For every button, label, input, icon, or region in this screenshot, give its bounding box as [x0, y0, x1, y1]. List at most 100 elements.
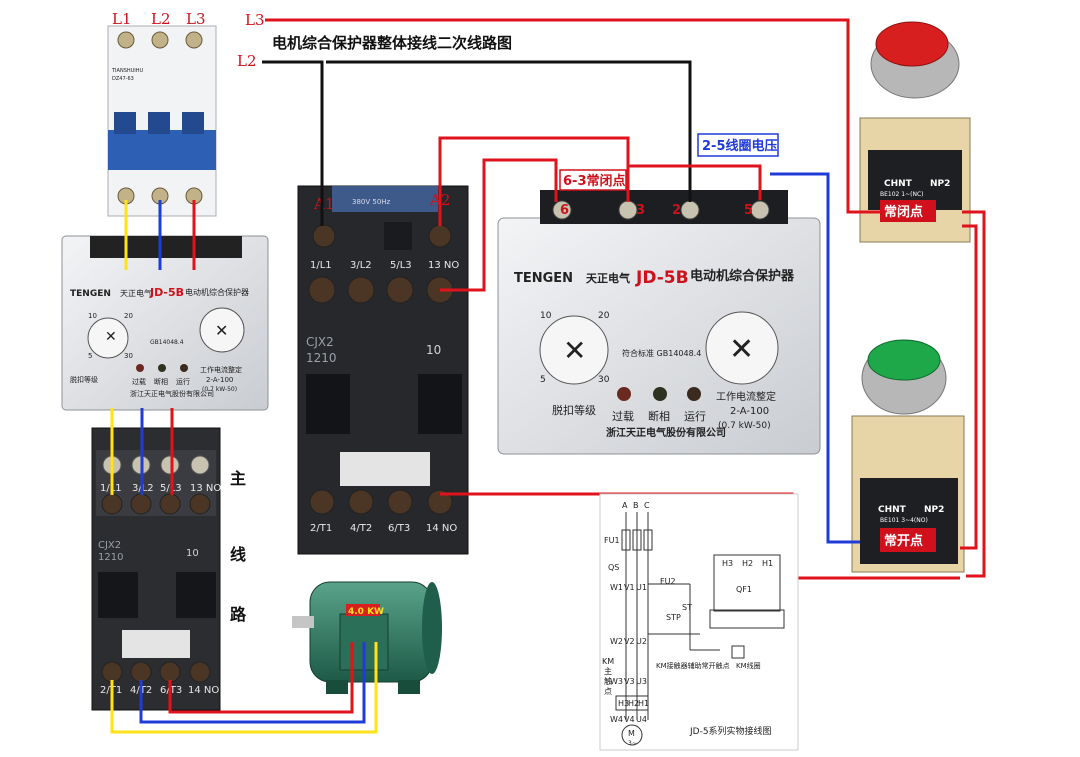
main-relay-model: JD-5B — [635, 268, 689, 288]
small-relay-std: GB14048.4 — [150, 339, 184, 346]
annotation-coil-voltage: 2-5线圈电压 — [697, 133, 779, 157]
big-top-terminal-3: 3/L2 — [350, 260, 372, 271]
sch-h1: H1 — [638, 699, 649, 708]
small-relay-name: 电动机综合保护器 — [185, 287, 249, 297]
big-bottom-terminal-6: 6/T3 — [388, 523, 410, 534]
sch-aux-label: KM接触器辅助常开触点 — [656, 661, 730, 670]
big-bottom-terminal-4: 4/T2 — [350, 523, 372, 534]
small-contactor-model: CJX2 — [98, 540, 121, 551]
svg-text:✕: ✕ — [215, 321, 228, 340]
sch-w3: W3 — [610, 677, 623, 686]
phase-label-l2: L2 — [151, 10, 171, 28]
sch-fu1: FU1 — [604, 536, 620, 545]
small-setting-label: 工作电流整定 — [200, 365, 242, 374]
sch-caption: JD-5系列实物接线图 — [689, 725, 772, 737]
contactor-big: 380V 50Hz A1 A2 1/L1 3/L2 5/L3 13 NO CJX… — [297, 185, 469, 555]
sch-v4: V4 — [624, 715, 635, 724]
big-top-terminal-5: 5/L3 — [390, 260, 412, 271]
big-bottom-terminal-2: 2/T1 — [310, 523, 332, 534]
main-circuit-label-1: 主 — [230, 469, 246, 488]
main-relay-brand-cn: 天正电气 — [586, 271, 630, 285]
sch-h2: H2 — [628, 699, 639, 708]
sch-km: KM — [602, 657, 614, 666]
small-dial-tick-30: 30 — [124, 352, 133, 360]
small-protector-relay: TENGEN 天正电气 JD-5B 电动机综合保护器 ✕ 10 20 5 30 … — [61, 235, 269, 411]
no-button-brand: CHNT — [878, 505, 907, 515]
big-bottom-terminal-14: 14 NO — [426, 523, 457, 534]
small-top-terminal-13: 13 NO — [190, 483, 221, 494]
small-relay-model: JD-5B — [149, 286, 184, 299]
sch-v2: V2 — [624, 637, 635, 646]
main-led-run: 运行 — [684, 410, 706, 423]
small-bottom-terminal-14: 14 NO — [188, 685, 219, 696]
relay-terminal-6: 6 — [560, 203, 569, 218]
small-relay-brand: TENGEN — [70, 289, 111, 299]
small-dial-label: 脱扣等级 — [70, 375, 98, 384]
sch-h3: H3 — [618, 699, 629, 708]
sch-fu2: FU2 — [660, 577, 676, 586]
relay-terminal-5: 5 — [744, 203, 753, 218]
main-setting-label: 工作电流整定 — [716, 390, 776, 403]
sch-phase-c: C — [644, 501, 650, 510]
big-contactor-frame: 10 — [426, 343, 441, 357]
sch-motor-sub: 3~ — [628, 740, 637, 747]
sch-u1: U1 — [636, 583, 647, 592]
main-setting-value: 2-A-100 — [730, 406, 769, 417]
sch-v1: V1 — [624, 583, 635, 592]
sch-w4: W4 — [610, 715, 623, 724]
feed-label-l2: L2 — [237, 52, 257, 70]
big-contactor-rating: 1210 — [306, 351, 337, 365]
sch-u2: U2 — [636, 637, 647, 646]
sch-u3: U3 — [636, 677, 647, 686]
coil-label-a1: A1 — [313, 195, 334, 213]
small-dial-tick-20: 20 — [124, 312, 133, 320]
sch-km-point: 点 — [604, 687, 612, 696]
svg-text:✕: ✕ — [729, 332, 754, 367]
no-button-label: 常开点 — [884, 533, 923, 549]
main-dial-tick-20: 20 — [598, 311, 610, 321]
small-contactor-rating: 1210 — [98, 552, 123, 563]
green-button-cap — [867, 339, 941, 381]
small-setting-range: (0.7 kW-50) — [202, 386, 237, 393]
main-led-phase: 断相 — [648, 409, 670, 423]
main-dial-label: 脱扣等级 — [552, 403, 596, 417]
feed-label-l3: L3 — [245, 11, 265, 29]
breaker-brand: TIANSHUIHU — [111, 68, 144, 74]
svg-text:✕: ✕ — [105, 329, 117, 345]
small-led-overload: 过载 — [132, 377, 146, 386]
sch-coil-label: KM线圈 — [736, 661, 761, 670]
push-button-nc: CHNT NP2 BE102 1~(NC) 常闭点 — [859, 21, 971, 243]
main-led-overload: 过载 — [612, 410, 634, 423]
motor: 4.0 KW — [292, 581, 442, 694]
big-contactor-model: CJX2 — [306, 335, 334, 349]
relay-terminal-3: 3 — [636, 203, 645, 218]
main-relay-std: 符合标准 GB14048.4 — [622, 348, 701, 358]
nc-button-brand: CHNT — [884, 179, 913, 189]
wiring-schematic: A B C FU1 QS W1 V1 U1 W2 V2 U2 W3 V3 U3 … — [599, 493, 799, 751]
sch-phase-a: A — [622, 501, 628, 510]
svg-text:✕: ✕ — [563, 334, 586, 367]
main-dial-tick-30: 30 — [598, 375, 610, 385]
main-protector-relay: 6 3 2 5 TENGEN 天正电气 JD-5B 电动机综合保护器 ✕ 10 … — [497, 190, 821, 455]
main-relay-name: 电动机综合保护器 — [690, 268, 795, 284]
sch-top-h1: H1 — [762, 559, 773, 568]
sch-stp: STP — [666, 613, 681, 622]
motor-power: 4.0 KW — [348, 607, 384, 617]
small-relay-company: 浙江天正电气股份有限公司 — [130, 389, 214, 398]
push-button-no: CHNT NP2 BE101 3~4(NO) 常开点 — [851, 339, 965, 573]
main-dial-tick-5: 5 — [540, 375, 546, 385]
small-dial-tick-5: 5 — [88, 352, 92, 360]
main-circuit-label-2: 线 — [230, 545, 246, 564]
phase-label-l3: L3 — [186, 10, 206, 28]
sch-motor: M — [628, 729, 635, 738]
small-relay-brand-cn: 天正电气 — [120, 288, 152, 298]
main-circuit-label-3: 路 — [230, 605, 247, 624]
sch-u4: U4 — [636, 715, 647, 724]
main-setting-range: (0.7 kW-50) — [718, 421, 771, 431]
nc-button-spec: BE102 1~(NC) — [880, 191, 923, 198]
sch-km-touch: 触 — [604, 676, 612, 686]
phase-label-l1: L1 — [112, 10, 132, 28]
nc-button-label: 常闭点 — [884, 204, 923, 220]
main-relay-company: 浙江天正电气股份有限公司 — [606, 426, 726, 439]
page-title: 电机综合保护器整体接线二次线路图 — [272, 34, 512, 52]
